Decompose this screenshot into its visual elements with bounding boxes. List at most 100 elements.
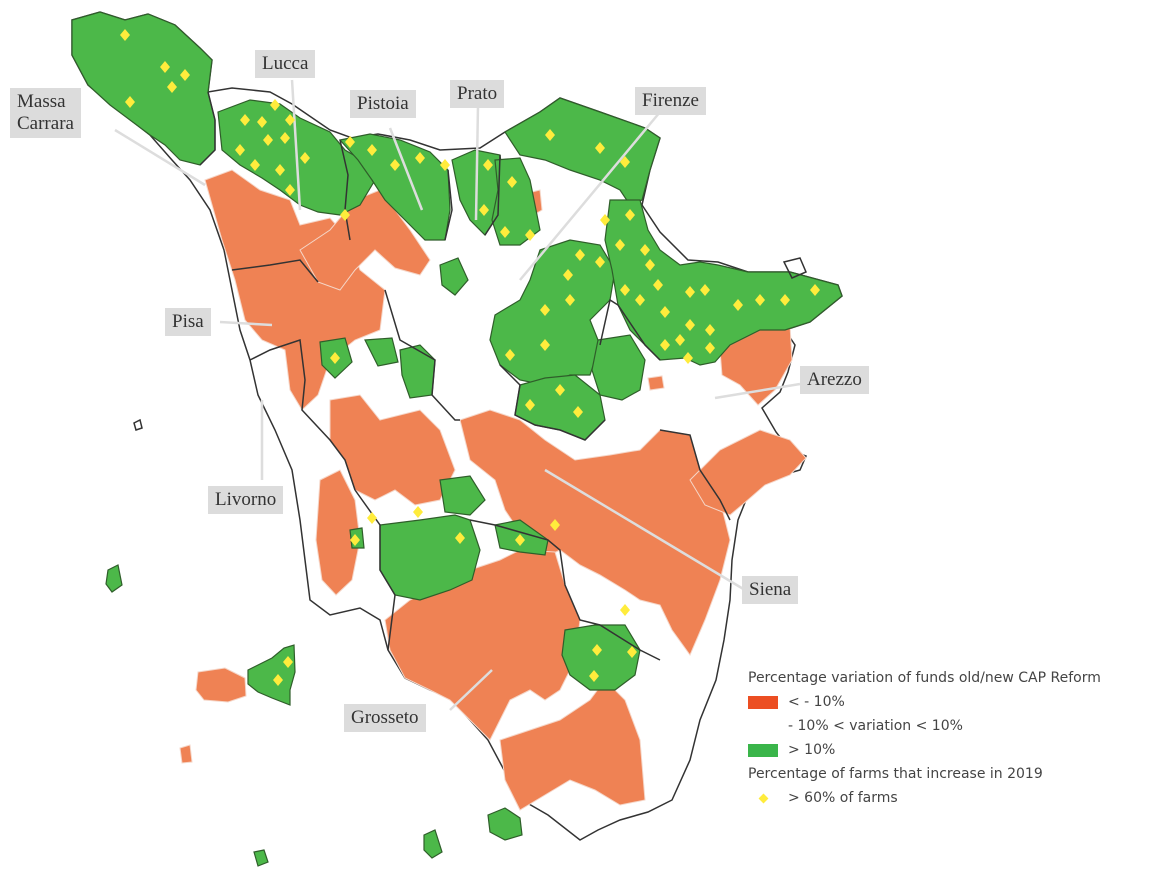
yellow-diamond-icon xyxy=(505,349,515,361)
province-label-text: Pisa xyxy=(172,311,204,332)
province-label-text: Pistoia xyxy=(357,93,409,114)
metallifere-2-zone xyxy=(439,475,486,516)
yellow-diamond-icon xyxy=(345,136,355,148)
grosseto-south-zone xyxy=(499,679,646,811)
border-firenze-siena xyxy=(499,364,606,441)
montecristo-zone xyxy=(253,849,269,867)
elba-zone xyxy=(195,667,247,703)
legend-item-increase: > 10% xyxy=(748,738,1168,762)
firenze-east-zone xyxy=(604,199,843,366)
yellow-diamond-icon xyxy=(620,604,630,616)
yellow-diamond-icon xyxy=(565,294,575,306)
firenze-north-zone xyxy=(504,97,661,206)
prato-small-zone xyxy=(439,257,469,296)
yellow-diamond-icon xyxy=(675,334,685,346)
yellow-diamond-icon xyxy=(283,656,293,668)
arezzo-exclave xyxy=(782,257,807,279)
yellow-diamond-icon xyxy=(640,244,650,256)
decrease-zones xyxy=(179,169,807,811)
yellow-diamond-icon xyxy=(350,534,360,546)
giglio-zone xyxy=(487,807,523,841)
leader-lucca xyxy=(290,79,302,211)
firenze-west-zone xyxy=(491,157,541,246)
elba-east-zone xyxy=(247,644,296,706)
legend-title-funds: Percentage variation of funds old/new CA… xyxy=(748,670,1101,686)
border-pisa-firenze xyxy=(384,289,460,421)
map-legend: Percentage variation of funds old/new CA… xyxy=(748,666,1168,810)
yellow-diamond-icon xyxy=(413,506,423,518)
province-label-text: Prato xyxy=(457,83,498,104)
yellow-diamond-icon xyxy=(705,342,715,354)
yellow-diamond-icon xyxy=(660,339,670,351)
yellow-diamond-icon xyxy=(285,114,295,126)
yellow-diamond-icon xyxy=(550,519,560,531)
yellow-diamond-icon xyxy=(810,284,820,296)
yellow-diamond-icon xyxy=(240,114,250,126)
yellow-diamond-icon xyxy=(625,209,635,221)
leader-firenze xyxy=(519,111,661,281)
yellow-diamond-icon xyxy=(515,534,525,546)
leader-arezzo xyxy=(714,382,801,400)
legend-swatch-increase xyxy=(748,743,778,757)
yellow-diamond-icon xyxy=(479,204,489,216)
province-label-massa-carrara: Massa Carrara xyxy=(10,88,81,138)
yellow-diamond-icon xyxy=(685,319,695,331)
yellow-diamond-icon xyxy=(525,229,535,241)
legend-label-marker: > 60% of farms xyxy=(788,790,898,806)
livorno-coast-zone xyxy=(315,469,361,596)
leader-siena xyxy=(544,468,746,592)
leader-massa xyxy=(114,128,206,187)
yellow-diamond-icon xyxy=(525,399,535,411)
yellow-diamond-icon xyxy=(733,299,743,311)
legend-swatch-neutral xyxy=(748,720,778,733)
border-siena-grosseto xyxy=(469,519,661,661)
border-lucca-pistoia xyxy=(339,139,351,241)
province-label-text: Arezzo xyxy=(807,369,862,390)
yellow-diamond-icon xyxy=(700,284,710,296)
border-pisa-livorno xyxy=(249,338,356,491)
yellow-diamond-icon xyxy=(545,129,555,141)
massa-carrara-zone xyxy=(71,11,216,166)
gorgona-zone xyxy=(105,564,123,593)
arezzo-south-zone xyxy=(689,429,807,516)
label-leader-lines xyxy=(114,79,801,711)
yellow-diamond-icon xyxy=(340,209,350,221)
province-label-arezzo: Arezzo xyxy=(800,366,869,394)
yellow-diamond-icon xyxy=(595,256,605,268)
giannutri-zone xyxy=(423,829,443,859)
leader-prato xyxy=(474,105,480,221)
yellow-diamond-icon xyxy=(620,284,630,296)
yellow-diamond-icon xyxy=(440,159,450,171)
yellow-diamond-icon xyxy=(120,29,130,41)
province-label-pisa: Pisa xyxy=(165,308,211,336)
legend-title-farms: Percentage of farms that increase in 201… xyxy=(748,766,1043,782)
yellow-diamond-icon xyxy=(415,152,425,164)
leader-pistoia xyxy=(388,127,424,211)
province-label-lucca: Lucca xyxy=(255,50,316,78)
province-label-siena: Siena xyxy=(742,576,799,604)
yellow-diamond-icon xyxy=(455,532,465,544)
yellow-diamond-icon xyxy=(600,214,610,226)
farm-markers xyxy=(120,29,820,686)
province-label-text: Siena xyxy=(749,579,792,600)
yellow-diamond-icon xyxy=(180,69,190,81)
border-pistoia-prato xyxy=(444,169,453,241)
yellow-diamond-icon xyxy=(540,339,550,351)
province-label-text: Firenze xyxy=(642,90,699,111)
yellow-diamond-icon xyxy=(125,96,135,108)
arezzo-small-zone xyxy=(647,375,665,391)
province-borders xyxy=(133,91,807,661)
yellow-diamond-icon xyxy=(257,116,267,128)
yellow-diamond-icon xyxy=(573,406,583,418)
leader-grosseto xyxy=(449,669,493,711)
province-label-line: Carrara xyxy=(17,113,74,134)
legend-label-decrease: < - 10% xyxy=(788,694,845,710)
yellow-diamond-icon xyxy=(683,352,693,364)
yellow-diamond-icon xyxy=(367,512,377,524)
yellow-diamond-icon xyxy=(575,249,585,261)
yellow-diamond-icon xyxy=(235,144,245,156)
yellow-diamond-icon xyxy=(483,159,493,171)
yellow-diamond-icon xyxy=(748,793,778,803)
border-massa-lucca xyxy=(199,91,216,166)
